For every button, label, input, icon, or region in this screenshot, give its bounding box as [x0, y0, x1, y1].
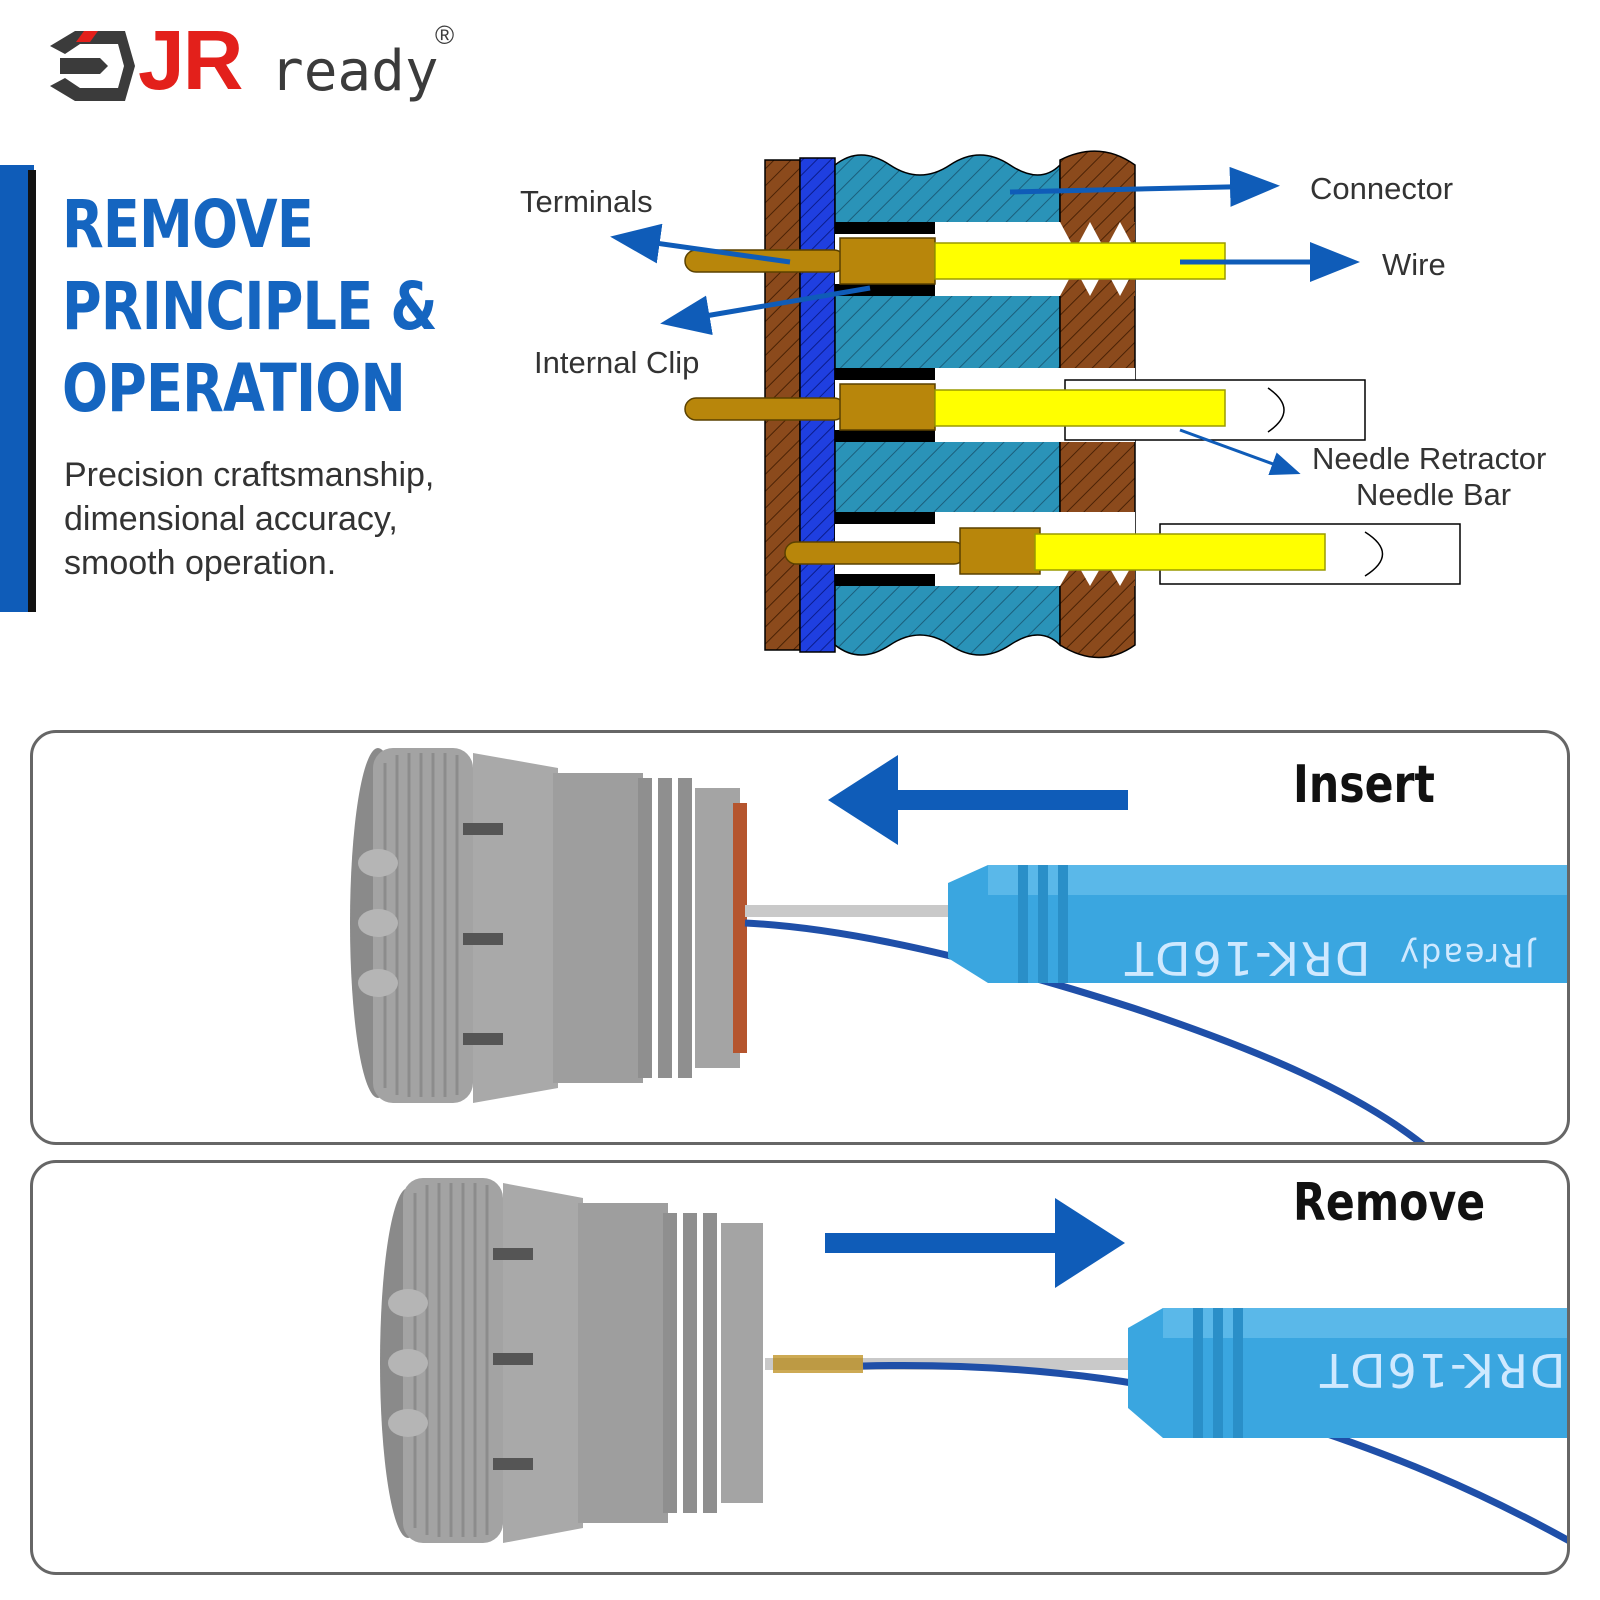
logo-ready-text: ready — [270, 39, 439, 104]
left-arrow-icon — [828, 755, 1128, 845]
logo-mark-icon — [50, 31, 135, 101]
insert-tool-model: DRK-16DT — [1123, 931, 1371, 985]
brand-logo: JR ready ® — [0, 0, 480, 130]
remove-panel: Remove DRK-16DT — [30, 1160, 1570, 1575]
subtitle-line-3: smooth operation. — [64, 544, 337, 582]
subtitle-line-2: dimensional accuracy, — [64, 500, 398, 538]
label-wire: Wire — [1382, 247, 1446, 282]
connector-cross-section-diagram — [610, 150, 1461, 659]
title-line-2: PRINCIPLE & — [62, 268, 438, 345]
registered-mark: ® — [435, 20, 455, 50]
remove-label: Remove — [1293, 1173, 1486, 1233]
connector-photo — [380, 1178, 763, 1543]
label-internal-clip: Internal Clip — [534, 345, 700, 380]
insert-panel: Insert DRK-16DT JRready — [30, 730, 1570, 1145]
title-line-3: OPERATION — [62, 350, 406, 427]
logo-jr-text: JR — [138, 13, 243, 107]
needle-bar — [745, 905, 955, 917]
remove-illustration — [380, 1178, 1567, 1544]
insert-tool-brand: JRready — [1398, 936, 1535, 974]
label-connector: Connector — [1310, 171, 1454, 206]
label-terminals: Terminals — [520, 184, 653, 219]
needle-retractor-arrow — [1179, 428, 1301, 476]
subtitle-line-1: Precision craftsmanship, — [64, 456, 435, 494]
tool-insert — [948, 865, 1567, 983]
right-arrow-icon — [825, 1198, 1125, 1288]
insert-illustration — [350, 748, 1567, 1142]
connector-arrow — [1009, 166, 1280, 207]
terminal-row-1 — [684, 237, 1226, 285]
label-needle-bar: Needle Bar — [1356, 477, 1512, 512]
connector-photo — [350, 748, 747, 1103]
tool-remove — [1128, 1308, 1567, 1438]
insert-label: Insert — [1293, 755, 1435, 815]
internal-clip-arrow — [660, 285, 871, 336]
accent-side-bar-shadow — [28, 170, 36, 612]
terminal-row-3 — [784, 523, 1461, 585]
terminal-pin — [773, 1355, 863, 1373]
terminals-arrow — [610, 223, 791, 265]
remove-tool-model: DRK-16DT — [1318, 1343, 1566, 1397]
wire — [744, 919, 1426, 1142]
terminal-row-2 — [684, 379, 1366, 441]
title-line-1: REMOVE — [62, 186, 314, 263]
label-needle-retractor: Needle Retractor — [1312, 441, 1547, 476]
